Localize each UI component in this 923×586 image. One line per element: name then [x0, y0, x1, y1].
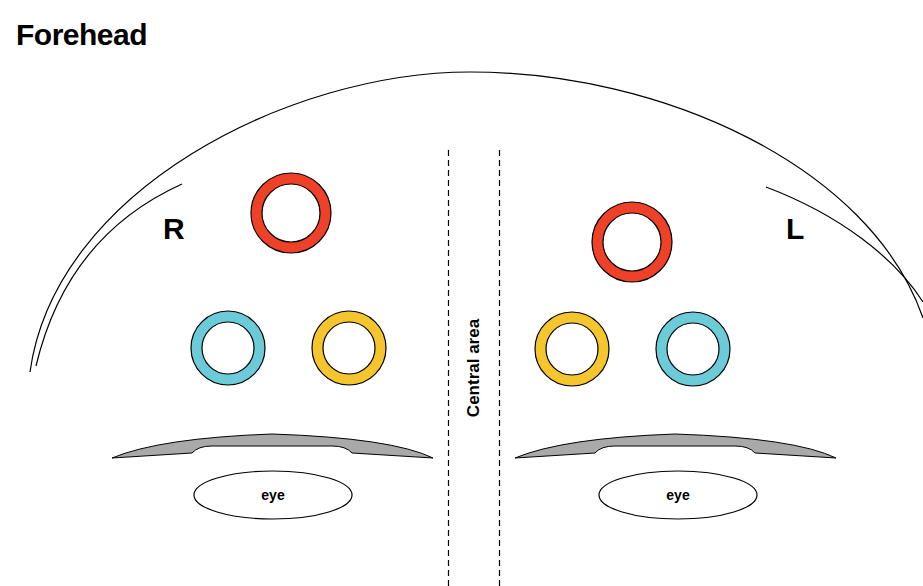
ring-marker: [312, 311, 386, 385]
ring-marker: [191, 311, 265, 385]
side-label: L: [786, 212, 804, 246]
eye-ellipse: [599, 471, 757, 519]
central-band: Central area: [448, 150, 500, 586]
ring-marker: [535, 312, 609, 386]
eye-label: eye: [666, 487, 689, 503]
dashed-boundary: [499, 150, 500, 586]
dashed-boundary: [448, 150, 449, 586]
eye-label: eye: [261, 487, 284, 503]
head-inner-line: [36, 184, 182, 366]
eye-shape: eye: [193, 470, 353, 520]
head-inner-line: [766, 187, 923, 302]
ring-marker: [592, 202, 672, 282]
eyebrow: [515, 434, 836, 458]
eye-shape: eye: [598, 470, 758, 520]
diagram-title: Forehead: [16, 18, 147, 52]
side-label: R: [163, 212, 185, 246]
area-label: Central area: [464, 319, 484, 417]
eyebrow: [112, 434, 433, 458]
ring-marker: [251, 173, 331, 253]
ring-marker: [656, 312, 730, 386]
eye-ellipse: [194, 471, 352, 519]
